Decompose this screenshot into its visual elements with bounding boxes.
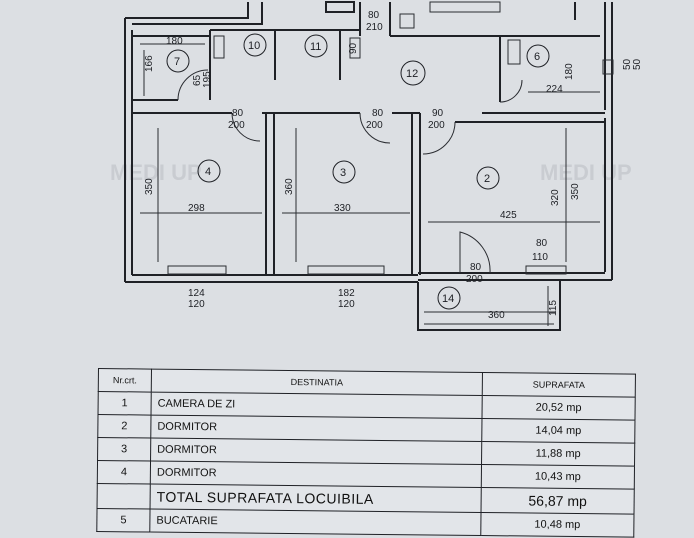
cell-area: 20,52 mp — [481, 395, 636, 421]
shaft — [429, 1, 501, 13]
dimension-label: 65 — [192, 74, 203, 86]
dimension-label: 200 — [366, 120, 383, 131]
room-number-10: 10 — [248, 40, 260, 52]
dimension-label: 180 — [564, 63, 575, 80]
dimension-label: 320 — [550, 189, 561, 206]
cell-total-area: 56,87 mp — [481, 487, 635, 515]
room-number-6: 6 — [534, 51, 540, 63]
cell-area: 11,88 mp — [481, 441, 635, 467]
room-number-11: 11 — [310, 41, 321, 53]
door — [459, 231, 491, 274]
dimension-label: 50 — [632, 58, 643, 70]
cell-area: 14,04 mp — [481, 418, 635, 444]
dimension-label: 195 — [202, 71, 213, 88]
cell-name: DORMITOR — [150, 461, 482, 488]
room-marker — [166, 49, 190, 73]
window — [167, 265, 227, 275]
room-number-2: 2 — [484, 173, 490, 185]
watermark: MEDI UP — [540, 160, 632, 185]
dimension-label: 90 — [432, 108, 444, 119]
balcony — [417, 280, 561, 331]
cell-nr-empty — [97, 483, 151, 510]
dimension-label: 80 — [372, 108, 384, 119]
cell-total-label: TOTAL SUPRAFATA LOCUIBILA — [150, 484, 482, 513]
dimension-label: 120 — [338, 299, 355, 310]
fixture — [507, 39, 521, 65]
door — [231, 112, 261, 142]
room-markers — [166, 33, 550, 310]
dimension-label: 210 — [366, 22, 383, 33]
room-number-7: 7 — [174, 56, 180, 68]
room-marker — [437, 286, 461, 310]
dimension-label: 80 — [536, 238, 548, 249]
room-marker — [304, 34, 328, 58]
cell-nr: 5 — [96, 508, 151, 533]
col-header-destinatia: DESTINATIA — [151, 369, 483, 396]
dimension-label: 50 — [622, 58, 633, 70]
room-number-4: 4 — [205, 166, 211, 178]
cell-area: 10,43 mp — [481, 464, 635, 490]
dimension-label: 180 — [166, 36, 183, 47]
room-marker — [197, 159, 221, 183]
room-marker — [243, 33, 267, 57]
dimension-label: 330 — [334, 203, 351, 214]
dimension-label: 80 — [470, 262, 482, 273]
dimension-label: 110 — [532, 252, 548, 263]
dimension-label: 200 — [466, 274, 483, 285]
dimension-label: 182 — [338, 288, 355, 299]
room-number-14: 14 — [442, 293, 454, 305]
dimension-label: 124 — [188, 288, 205, 299]
surface-table: Nr.crt. DESTINATIA SUPRAFATA 1 CAMERA DE… — [96, 368, 636, 538]
room-marker — [400, 60, 426, 86]
room-marker — [526, 44, 550, 68]
wall — [132, 2, 263, 25]
dimension-label: 200 — [428, 120, 445, 131]
cell-name: CAMERA DE ZI — [151, 392, 483, 419]
dimension-label: 115 — [548, 300, 559, 316]
cell-nr: 3 — [97, 437, 151, 462]
window — [307, 265, 385, 275]
fixture — [213, 35, 225, 59]
dimension-label: 90 — [348, 42, 359, 54]
door — [499, 79, 523, 103]
room-marker — [332, 160, 356, 184]
col-header-suprafata: SUPRAFATA — [482, 372, 636, 398]
cell-nr: 1 — [98, 391, 152, 416]
dimension-label: 166 — [144, 55, 155, 72]
window — [525, 265, 567, 275]
table-row: 5 BUCATARIE 10,48 mp — [96, 508, 634, 538]
room-marker — [476, 166, 500, 190]
col-header-nr: Nr.crt. — [98, 368, 152, 393]
door — [177, 69, 209, 101]
dimension-label: 80 — [232, 108, 244, 119]
wall — [125, 2, 249, 19]
door — [359, 112, 391, 144]
dimension-label: 80 — [368, 10, 380, 21]
dimension-label: 360 — [284, 178, 295, 195]
cell-name: DORMITOR — [150, 415, 482, 442]
room-number-12: 12 — [406, 68, 418, 80]
room-number-3: 3 — [340, 167, 346, 179]
cell-name: BUCATARIE — [149, 509, 482, 536]
dimension-label: 360 — [488, 310, 505, 321]
dimension-label: 350 — [144, 178, 155, 195]
cell-nr: 4 — [97, 460, 151, 485]
floor-plan: MEDI UP MEDI UP — [110, 1, 643, 331]
door — [422, 121, 456, 155]
dimension-label: 200 — [228, 120, 245, 131]
cell-area: 10,48 mp — [480, 512, 634, 538]
fixture — [349, 37, 361, 59]
watermark: MEDI UP — [110, 160, 202, 185]
dimension-label: 224 — [546, 84, 563, 95]
cell-nr: 2 — [97, 414, 152, 439]
shaft — [325, 1, 355, 13]
cell-name: DORMITOR — [150, 438, 482, 465]
dimension-label: 120 — [188, 299, 205, 310]
dimension-label: 425 — [500, 210, 517, 221]
dimension-label: 298 — [188, 203, 205, 214]
fixture — [602, 59, 614, 75]
dimension-label: 350 — [570, 183, 581, 200]
column — [399, 13, 415, 29]
